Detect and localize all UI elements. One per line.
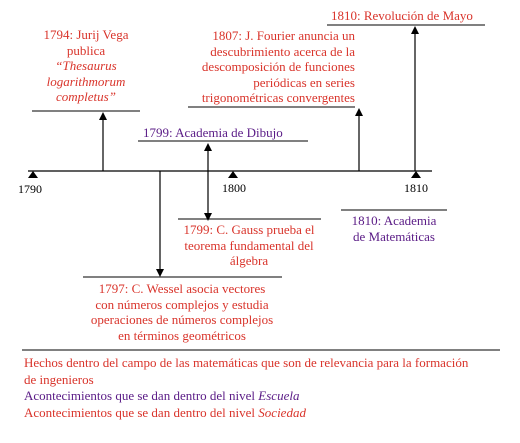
- tick-marker-1800: [228, 171, 238, 178]
- tick-marker-1810: [411, 171, 421, 178]
- fourier-line-3: descomposición de funciones: [201, 59, 355, 74]
- wessel-event: 1797: C. Wessel asocia vectores con núme…: [72, 281, 292, 343]
- wessel-line-1: 1797: C. Wessel asocia vectores: [98, 281, 266, 296]
- legend-sociedad-text: Acontecimientos que se dan dentro del ni…: [24, 404, 259, 420]
- vega-line-5: completus”: [56, 89, 116, 104]
- legend-math-line-2: de ingenieros: [24, 371, 94, 387]
- gauss-line-3: álgebra: [229, 253, 269, 268]
- legend-sociedad-italic: Sociedad: [258, 404, 306, 420]
- wessel-line-4: en términos geométricos: [118, 327, 246, 343]
- wessel-line-2: con números complejos y estudia: [95, 296, 269, 312]
- vega-event: 1794: Jurij Vega publica “Thesaurus loga…: [32, 27, 140, 105]
- vega-line-2: publica: [66, 42, 106, 58]
- gauss-line-1: 1799: C. Gauss prueba el: [183, 222, 315, 237]
- vega-line-3: “Thesaurus: [55, 58, 117, 73]
- legend-sociedad: Acontecimientos que se dan dentro del ni…: [24, 405, 468, 422]
- legend-math-line-1: Hechos dentro del campo de las matemátic…: [24, 355, 469, 370]
- dibujo-event: 1799: Academia de Dibujo: [143, 125, 283, 140]
- vega-line-4: logarithmorum: [46, 73, 126, 89]
- revolucion-event: 1810: Revolución de Mayo: [331, 8, 473, 23]
- legend-escuela-text: Acontecimientos que se dan dentro del ni…: [24, 388, 259, 403]
- tick-label-1790: 1790: [18, 182, 42, 196]
- matematicas-line-2: de Matemáticas: [353, 228, 435, 244]
- legend-escuela-italic: Escuela: [258, 388, 300, 403]
- wessel-line-3: operaciones de números complejos: [90, 312, 274, 327]
- fourier-event: 1807: J. Fourier anuncia un descubrimien…: [160, 28, 355, 106]
- legend-escuela: Acontecimientos que se dan dentro del ni…: [24, 388, 468, 405]
- vega-line-1: 1794: Jurij Vega: [43, 27, 129, 42]
- fourier-line-4: periódicas en series: [253, 74, 355, 90]
- fourier-line-1: 1807: J. Fourier anuncia un: [212, 28, 355, 43]
- matematicas-line-1: 1810: Academia: [351, 213, 437, 228]
- tick-marker-1790: [28, 171, 38, 178]
- fourier-line-5: trigonométricas convergentes: [201, 90, 355, 105]
- gauss-line-2: teorema fundamental del: [184, 237, 314, 253]
- tick-label-1800: 1800: [222, 181, 246, 195]
- fourier-line-2: descubrimiento acerca de la: [210, 43, 355, 59]
- tick-label-1810: 1810: [404, 181, 428, 195]
- gauss-event: 1799: C. Gauss prueba el teorema fundame…: [176, 222, 322, 269]
- legend: Hechos dentro del campo de las matemátic…: [24, 355, 468, 421]
- matematicas-event: 1810: Academia de Matemáticas: [341, 213, 447, 244]
